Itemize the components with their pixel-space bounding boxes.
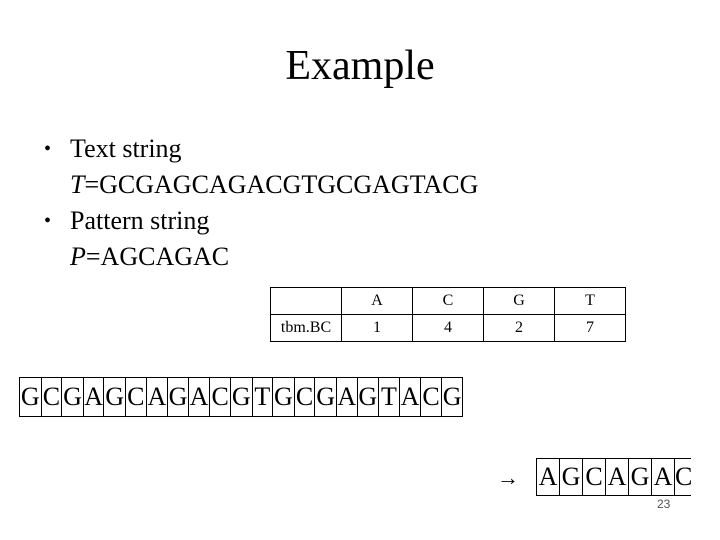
table-cell: 2: [483, 314, 555, 342]
text-char-cell: G: [442, 378, 464, 416]
text-value: =GCGAGCAGACGTGCGAGTACG: [84, 170, 479, 199]
text-char-cell: C: [421, 378, 442, 416]
table-cell: 1: [341, 314, 413, 342]
text-char-cell: G: [168, 378, 189, 416]
bullet-label: Text string: [70, 134, 182, 163]
table-header-cell: G: [483, 287, 555, 315]
text-char-cell: C: [295, 378, 316, 416]
text-char-cell: G: [231, 378, 253, 416]
text-char-cell: G: [62, 378, 84, 416]
pattern-value: =AGCAGAC: [85, 242, 230, 271]
text-char-cell: G: [315, 378, 337, 416]
pattern-char-cell: C: [583, 459, 606, 495]
bullet-dot-icon: •: [44, 210, 52, 232]
pattern-char-cell: G: [560, 459, 583, 495]
text-char-cell: A: [189, 378, 211, 416]
table-row: tbm.BC 1 4 2 7: [270, 314, 626, 342]
text-char-cell: G: [20, 378, 42, 416]
text-string-definition: T=GCGAGCAGACGTGCGAGTACG: [44, 167, 478, 203]
pattern-string-definition: P=AGCAGAC: [44, 239, 478, 275]
text-char-cell: A: [337, 378, 358, 416]
pattern-char-cell: A: [652, 459, 675, 495]
text-var: T: [70, 170, 85, 199]
text-char-cell: A: [400, 378, 422, 416]
bullet-dot-icon: •: [44, 138, 52, 160]
table-cell: 4: [412, 314, 484, 342]
table-header-cell: T: [554, 287, 626, 315]
text-char-cell: G: [273, 378, 295, 416]
table-header-cell: A: [341, 287, 413, 315]
table-corner-cell: [270, 287, 342, 315]
table-header-row: A C G T: [270, 287, 626, 315]
table-cell: 7: [554, 314, 626, 342]
right-arrow-icon: →: [497, 465, 519, 490]
bullet-label: Pattern string: [70, 206, 210, 235]
text-char-cell: T: [253, 378, 274, 416]
pattern-char-cell: A: [537, 459, 560, 495]
text-char-cell: C: [126, 378, 147, 416]
text-char-cell: G: [358, 378, 380, 416]
text-char-cell: A: [147, 378, 169, 416]
page-number: 23: [657, 497, 671, 511]
bullet-pattern-string: • Pattern string: [44, 203, 478, 239]
text-char-cell: A: [84, 378, 105, 416]
pattern-var: P: [70, 242, 86, 271]
text-char-cell: C: [210, 378, 231, 416]
pattern-char-cell: C: [675, 462, 691, 491]
text-char-cell: G: [104, 378, 126, 416]
bad-character-table: A C G T tbm.BC 1 4 2 7: [270, 287, 626, 342]
pattern-char-cell: G: [629, 459, 652, 495]
slide-title: Example: [285, 43, 435, 89]
table-row-label: tbm.BC: [270, 314, 342, 342]
bullet-text-string: • Text string: [44, 131, 478, 167]
pattern-char-cell: A: [606, 459, 629, 495]
table-header-cell: C: [412, 287, 484, 315]
text-char-cell: T: [379, 378, 400, 416]
bullet-list: • Text string T=GCGAGCAGACGTGCGAGTACG • Pa…: [44, 131, 478, 275]
text-char-cell: C: [42, 378, 63, 416]
